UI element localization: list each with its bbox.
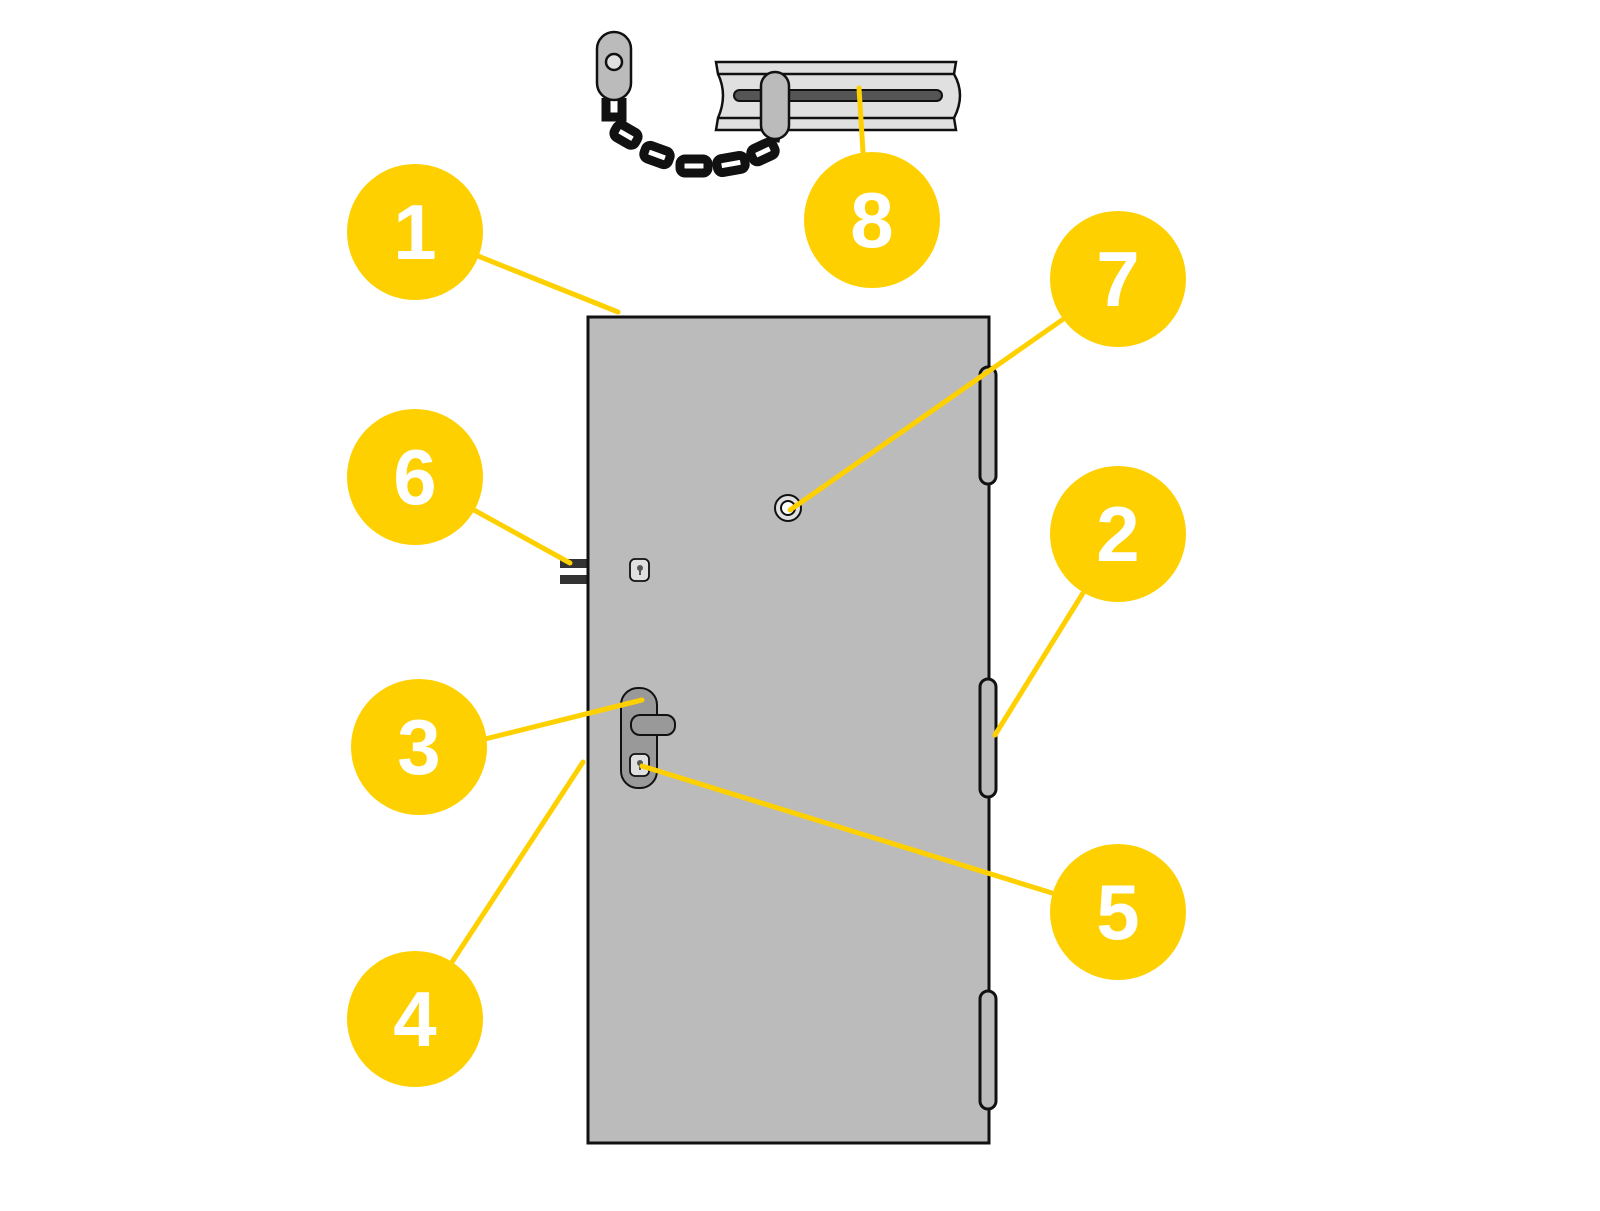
bolt-upper (560, 559, 588, 568)
chain-slider (759, 70, 791, 141)
callout-label: 2 (1096, 490, 1139, 578)
hinge-top (978, 365, 998, 486)
callout-6: 6 (347, 409, 483, 545)
hinge-middle (978, 677, 998, 799)
leader-3 (482, 697, 645, 742)
leader-4 (449, 759, 586, 965)
chain-rail (714, 60, 962, 132)
hinge-bottom (978, 989, 998, 1111)
leader-8 (856, 85, 866, 155)
callout-8: 8 (804, 152, 940, 288)
callout-3: 3 (351, 679, 487, 815)
leader-lines (449, 85, 1086, 965)
callout-label: 6 (393, 433, 436, 521)
upper-lock-cylinder (629, 558, 650, 582)
callout-1: 1 (347, 164, 483, 300)
callout-5: 5 (1050, 844, 1186, 980)
leader-5 (639, 763, 1055, 896)
callout-7: 7 (1050, 211, 1186, 347)
leader-7 (787, 317, 1065, 513)
callout-2: 2 (1050, 466, 1186, 602)
callout-label: 4 (393, 975, 436, 1063)
door-handle (620, 687, 676, 789)
callout-label: 7 (1096, 235, 1139, 323)
callout-label: 8 (850, 176, 893, 264)
leader-1 (475, 253, 621, 315)
callout-label: 1 (393, 188, 436, 276)
door-chain (595, 30, 962, 178)
leader-6 (471, 507, 573, 566)
callout-label: 3 (397, 703, 440, 791)
bolt-lower (560, 575, 588, 584)
leader-2 (992, 590, 1086, 738)
callout-4: 4 (347, 951, 483, 1087)
callout-label: 5 (1096, 868, 1139, 956)
